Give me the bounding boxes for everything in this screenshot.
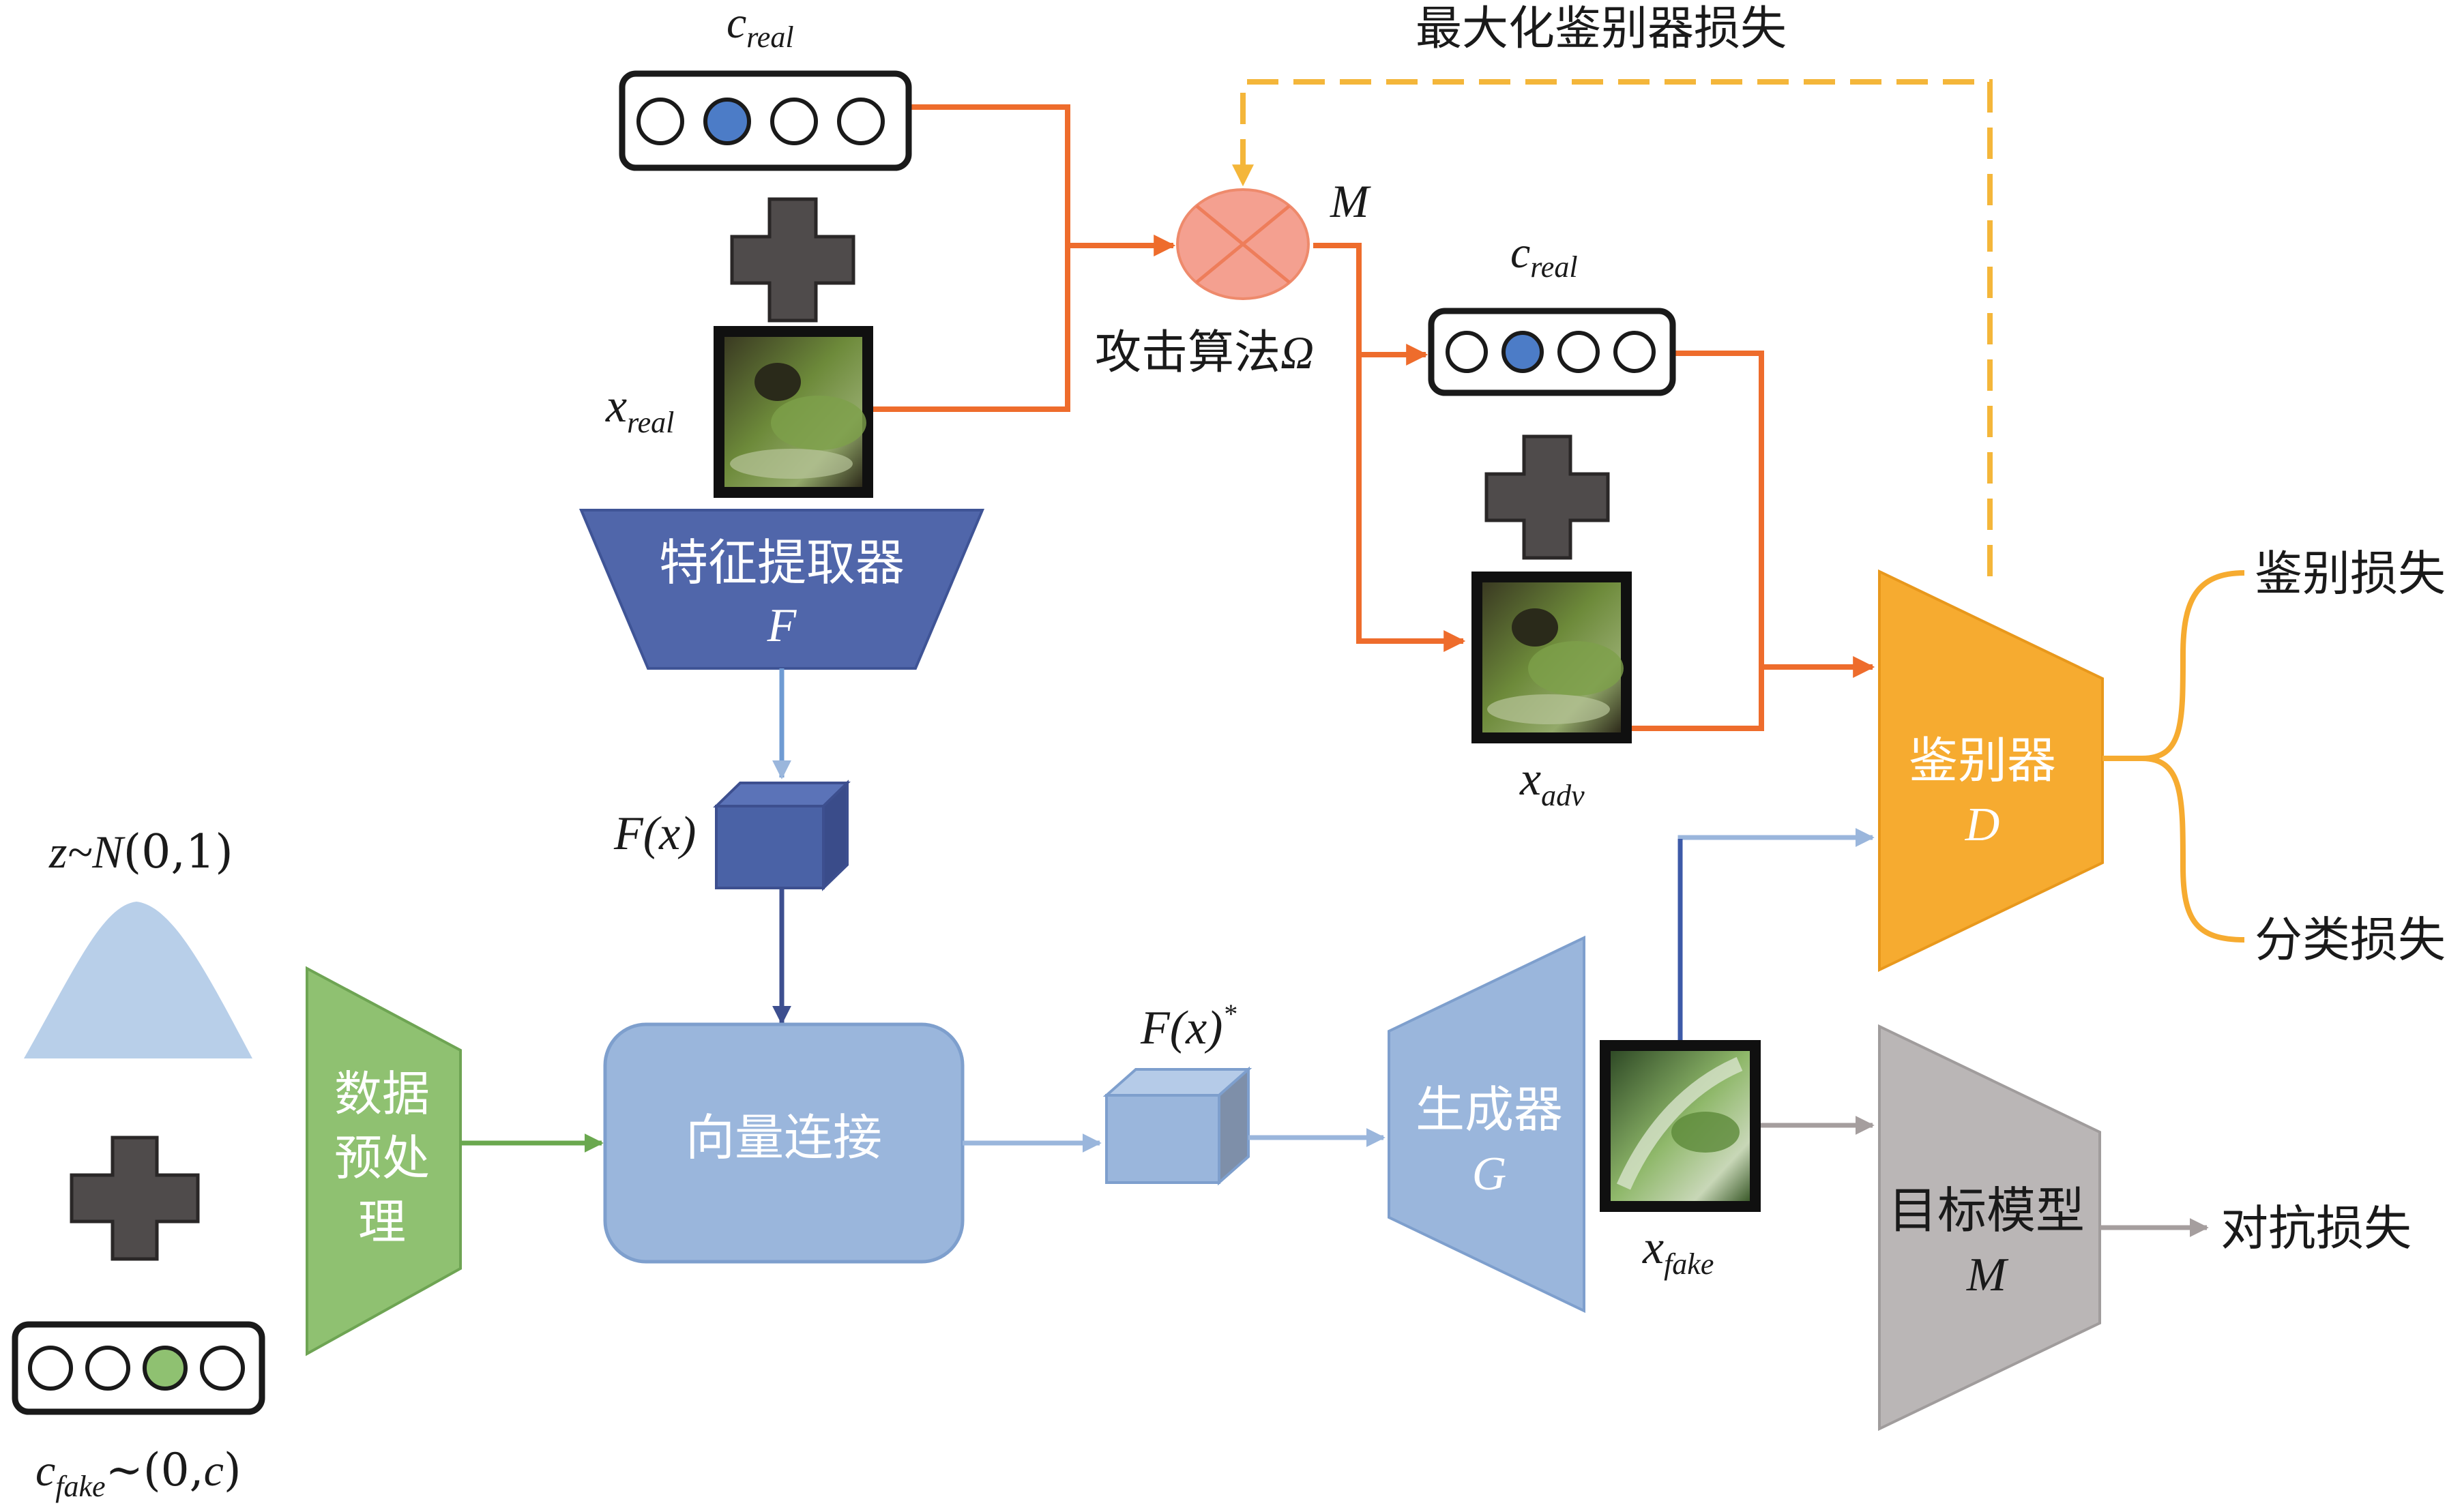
preprocess-line3: 理	[358, 1194, 406, 1250]
branch-to-outputs	[2102, 570, 2245, 943]
x-adv-label: xadv	[1519, 753, 1585, 812]
plus-sign-left	[70, 1136, 200, 1261]
path-attack-to-xadv	[1356, 355, 1466, 652]
orange-paths	[873, 104, 1875, 731]
c-fake-label: cfake~(0,c)	[35, 1444, 241, 1503]
x-fake-label: xfake	[1642, 1221, 1714, 1281]
discriminator-title: 鉴别器	[1909, 732, 2056, 789]
feature-extractor-symbol: F	[767, 599, 797, 652]
plus-sign-adv	[1484, 434, 1610, 560]
path-xreal-to-attack	[873, 235, 1176, 412]
attack-algorithm-label: 攻击算法Ω	[1095, 326, 1314, 380]
preprocess-block	[306, 966, 462, 1357]
generator-block	[1388, 935, 1585, 1314]
target-model-symbol: M	[1966, 1249, 2009, 1301]
arrow-xfake-to-discriminator	[1677, 828, 1875, 1040]
feature-extractor-block	[578, 509, 985, 670]
x-adv-image	[1471, 572, 1632, 743]
discrimination-loss-output: 鉴别损失	[2255, 546, 2446, 602]
feature-extractor-title: 特征提取器	[659, 534, 905, 591]
fx-label: F(x)	[613, 807, 696, 860]
fx-star-label: F(x)*	[1140, 998, 1236, 1054]
concat-title: 向量连接	[686, 1109, 882, 1166]
plus-sign-top	[730, 197, 855, 323]
attack-cross-node	[1176, 188, 1310, 300]
one-hot-c-fake	[12, 1321, 265, 1415]
dashed-maximize-loss-path	[1232, 79, 1993, 576]
c-real-main-label: creal	[727, 0, 794, 54]
path-xadv-to-d	[1632, 667, 1764, 731]
attack-m-label: M	[1330, 175, 1371, 227]
generator-symbol: G	[1472, 1148, 1507, 1200]
z-distribution-label: z~N(0,1)	[48, 825, 233, 879]
preprocess-line2: 预处	[334, 1130, 430, 1186]
gaussian-curve-shape	[24, 902, 252, 1058]
maximize-loss-label: 最大化鉴别器损失	[1416, 2, 1787, 56]
generator-title: 生成器	[1416, 1081, 1563, 1138]
adversarial-loss-output: 对抗损失	[2221, 1200, 2412, 1256]
one-hot-c-real-main	[619, 70, 912, 171]
target-model-title: 目标模型	[1888, 1182, 2085, 1239]
fx-star-cube	[1102, 1066, 1252, 1186]
x-real-image	[714, 326, 873, 498]
preprocess-line1: 数据	[334, 1066, 430, 1122]
one-hot-c-real-adv	[1428, 308, 1676, 396]
discriminator-block	[1878, 569, 2104, 973]
fx-cube	[713, 780, 851, 891]
x-real-label: xreal	[605, 380, 674, 439]
classification-loss-output: 分类损失	[2255, 912, 2446, 968]
discriminator-symbol: D	[1965, 799, 2000, 851]
c-real-adv-label: creal	[1510, 228, 1578, 284]
path-attack-to-creal-adv	[1313, 243, 1428, 366]
path-creal-adv-to-d	[1673, 351, 1875, 678]
path-creal-to-attack	[909, 104, 1070, 246]
x-fake-image	[1600, 1040, 1761, 1212]
target-model-block	[1878, 1024, 2101, 1432]
